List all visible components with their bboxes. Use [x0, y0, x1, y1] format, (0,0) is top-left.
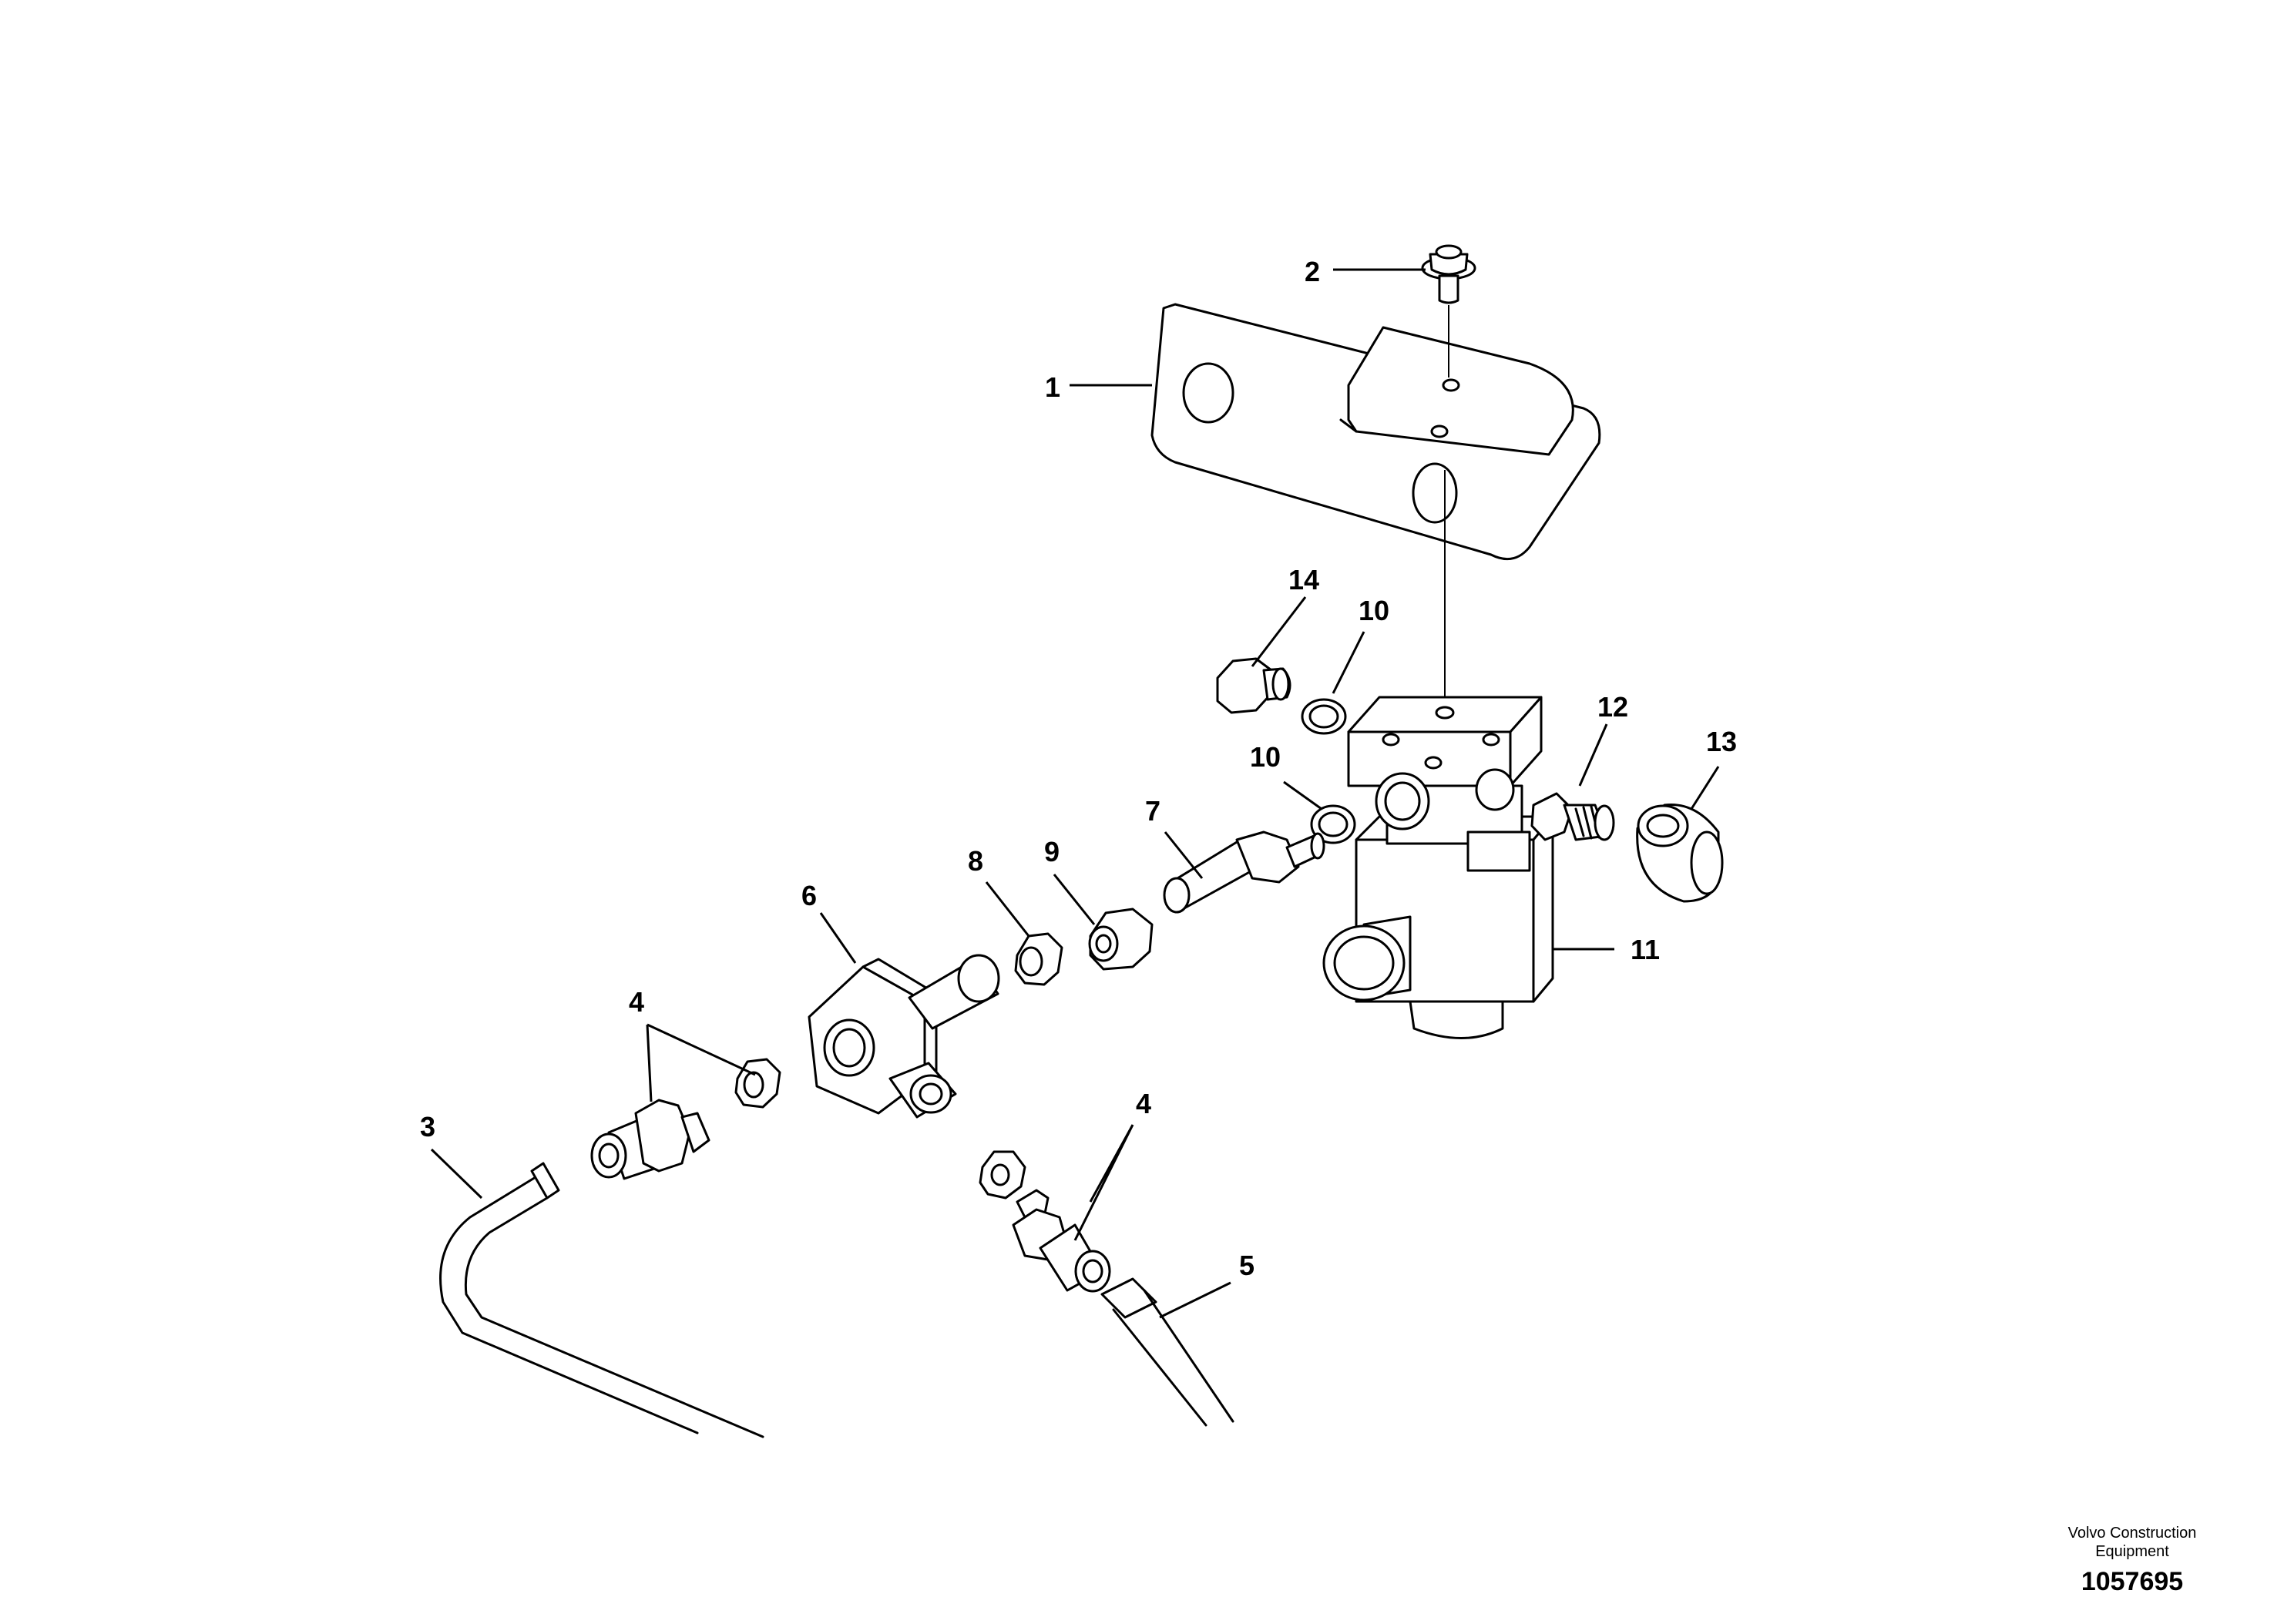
document-number: 1057695: [2081, 1567, 2184, 1596]
callout-9: 9: [1044, 836, 1060, 867]
washer-lower: [979, 1150, 1026, 1200]
lock-washer: [1014, 932, 1063, 986]
callout-11: 11: [1631, 934, 1660, 965]
seal-washer-lower: [1310, 804, 1356, 844]
nut: [1088, 908, 1154, 971]
fitting-lower: [1012, 1189, 1111, 1293]
hose-left: [439, 1162, 764, 1438]
callout-14: 14: [1288, 564, 1319, 596]
nipple: [1530, 792, 1615, 841]
fitting-left: [590, 1099, 710, 1180]
callout-12: 12: [1597, 691, 1628, 723]
callout-7: 7: [1145, 795, 1160, 827]
connector: [1163, 830, 1325, 914]
callout-13: 13: [1706, 726, 1737, 757]
elbow: [1636, 803, 1724, 903]
leader-lines: [430, 268, 1720, 1319]
company-name-line2: Equipment: [2095, 1543, 2169, 1560]
bracket: [1150, 303, 1601, 561]
screw: [1421, 244, 1476, 304]
footer: Volvo Construction Equipment 1057695: [2032, 1524, 2232, 1597]
callout-5: 5: [1239, 1250, 1254, 1281]
callout-4-left: 4: [629, 986, 644, 1018]
callout-6: 6: [801, 880, 817, 911]
seal-washer-upper: [1301, 698, 1347, 735]
brake-valve: [1322, 696, 1554, 1039]
plug: [1216, 657, 1291, 714]
callout-4-lower: 4: [1136, 1088, 1151, 1119]
callout-2: 2: [1305, 256, 1320, 287]
washer-left: [734, 1058, 781, 1109]
hose-right: [1100, 1277, 1234, 1427]
tee-fitting: [808, 954, 1000, 1119]
callout-10-upper: 10: [1359, 595, 1389, 626]
callout-3: 3: [420, 1111, 435, 1143]
callout-10-lower: 10: [1250, 741, 1281, 773]
callout-1: 1: [1045, 371, 1060, 403]
callout-8: 8: [968, 845, 983, 877]
company-name-line1: Volvo Construction: [2067, 1525, 2197, 1542]
